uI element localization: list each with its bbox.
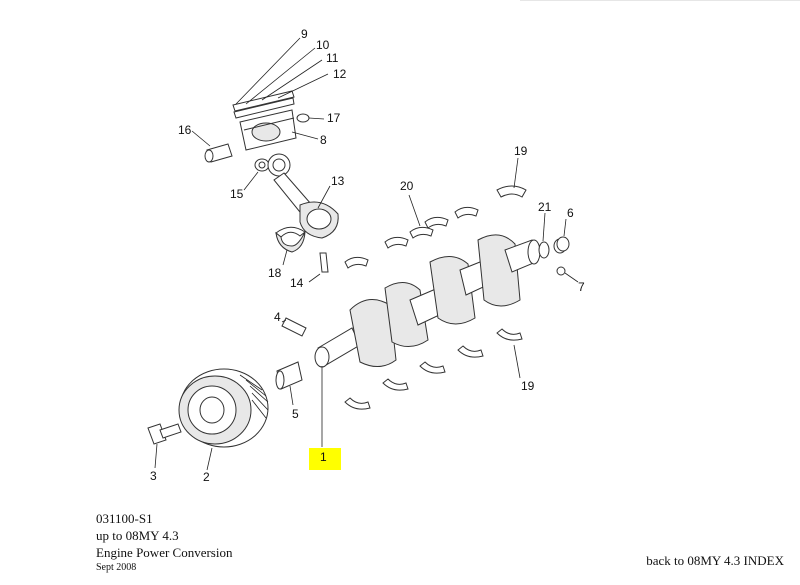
crankshaft-part [314,234,541,368]
piston-part [239,109,297,151]
callout-14: 14 [290,276,304,290]
piston-pin-part [204,143,233,163]
callout-10: 10 [316,38,330,52]
callout-6: 6 [567,206,574,220]
callout-13: 13 [331,174,345,188]
callout-8: 8 [320,133,327,147]
plug-part [556,266,566,276]
callout-labels: 1 2 3 4 5 6 7 8 9 10 11 12 13 14 15 16 1… [150,27,585,484]
small-end-bush-part [254,158,270,172]
callout-21: 21 [538,200,552,214]
callout-15: 15 [230,187,244,201]
upper-bearing-shells [344,185,527,269]
lower-bearing-shells [344,328,523,410]
oil-seal-part [553,236,570,254]
callout-2: 2 [203,470,210,484]
callout-4: 4 [274,310,281,324]
callout-19-lower: 19 [521,379,535,393]
callout-18: 18 [268,266,282,280]
rod-bearing-shell-part [275,226,306,253]
bolt-part [147,423,182,445]
callout-9: 9 [301,27,308,41]
diagram-code: 031100-S1 [96,511,153,526]
callout-11: 11 [326,51,339,65]
callout-19-upper: 19 [514,144,528,158]
woodruff-key-part [281,317,307,337]
callout-17: 17 [327,111,341,125]
connecting-rod-part [267,153,339,239]
callout-1-highlight [309,448,341,470]
diagram-caption: 031100-S1 up to 08MY 4.3 Engine Power Co… [96,510,232,575]
callout-12: 12 [333,67,347,81]
callout-3: 3 [150,469,157,483]
o-ring-part [538,241,550,259]
diagram-title: Engine Power Conversion [96,545,233,560]
spacer-part [275,361,303,390]
damper-pulley-part [178,368,269,448]
rod-bolt-part [319,252,329,273]
issue-date: Sept 2008 [96,562,137,573]
callout-20: 20 [400,179,414,193]
callout-7: 7 [578,280,585,294]
back-to-index-link[interactable]: back to 08MY 4.3 INDEX [646,553,784,568]
callout-1: 1 [320,450,327,464]
callout-5: 5 [292,407,299,421]
leader-lines [154,37,579,471]
piston-rings-part [232,90,295,119]
pin-clip-part [296,113,310,123]
callout-16: 16 [178,123,192,137]
model-range: up to 08MY 4.3 [96,528,179,543]
